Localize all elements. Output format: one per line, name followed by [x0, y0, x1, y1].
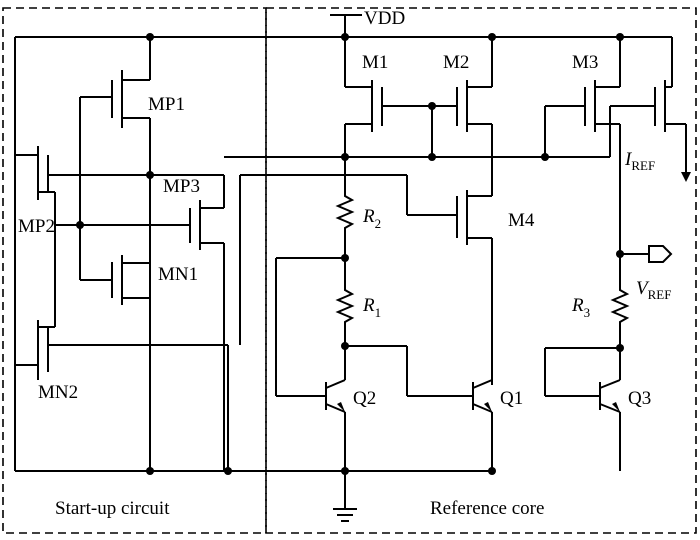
q3-label: Q3 [628, 388, 651, 409]
r1-label: R1 [362, 295, 381, 320]
q3-emitter-arrow-icon [612, 402, 620, 412]
junction-dots [76, 33, 624, 475]
m2-label: M2 [443, 52, 469, 73]
mn1-transistor [80, 255, 150, 305]
q1-label: Q1 [500, 388, 523, 409]
reference-core [275, 37, 691, 471]
m3-transistor [544, 37, 621, 282]
startup-block-label: Start-up circuit [55, 498, 170, 519]
iref-arrow-icon [681, 172, 691, 182]
mp2-label: MP2 [18, 216, 55, 237]
mn1-label: MN1 [158, 264, 198, 285]
vdd-label: VDD [364, 8, 405, 29]
vref-output-terminal[interactable] [648, 245, 673, 263]
mn2-label: MN2 [38, 382, 78, 403]
mp2-transistor [14, 37, 224, 263]
core-block-label: Reference core [430, 498, 544, 519]
mp1-label: MP1 [148, 94, 185, 115]
r3-resistor [610, 282, 630, 348]
block-boundaries [2, 7, 697, 534]
m2-transistor [431, 37, 493, 196]
q2-label: Q2 [353, 388, 376, 409]
m3-label: M3 [572, 52, 598, 73]
iref-output-transistor [609, 37, 691, 182]
q1-transistor [345, 345, 493, 471]
core-block-boundary [265, 7, 697, 534]
m4-label: M4 [508, 210, 535, 231]
r2-label: R2 [362, 206, 381, 231]
mp1-transistor [80, 37, 151, 175]
q1-emitter-arrow-icon [484, 402, 492, 412]
startup-block-boundary [2, 7, 267, 534]
q3-transistor [544, 347, 621, 471]
r2-resistor [335, 190, 355, 258]
q2-transistor [275, 257, 346, 471]
iref-label: IREF [624, 149, 655, 173]
vref-label: VREF [636, 278, 671, 302]
q2-emitter-arrow-icon [337, 402, 345, 412]
m4-transistor [406, 175, 493, 385]
r3-label: R3 [571, 295, 590, 320]
m1-label: M1 [362, 52, 388, 73]
mn2-transistor [14, 155, 228, 471]
mp3-label: MP3 [163, 176, 200, 197]
ground-rail [15, 470, 492, 522]
r1-resistor [335, 258, 355, 346]
labels: VDD M1 M2 M3 M4 MP1 MP2 MP3 MN1 MN2 Q2 Q… [18, 8, 671, 519]
